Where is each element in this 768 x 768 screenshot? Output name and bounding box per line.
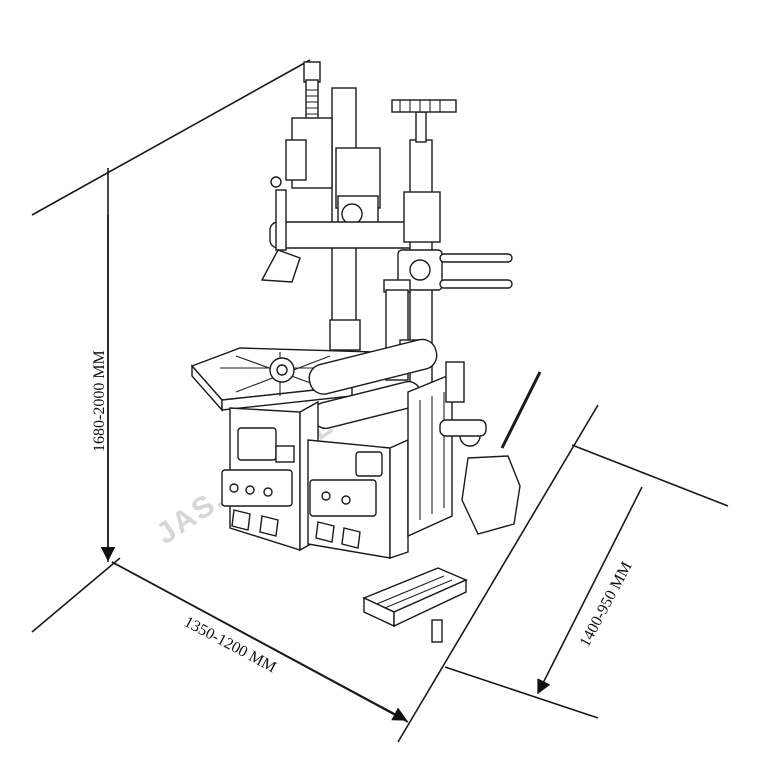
depth-label: 1400-950 MM (577, 559, 636, 650)
depth-arrow (537, 486, 643, 695)
tire-changer-machine (190, 61, 542, 643)
width-arrow (111, 561, 408, 721)
height-label: 1680-2000 MM (91, 350, 108, 452)
